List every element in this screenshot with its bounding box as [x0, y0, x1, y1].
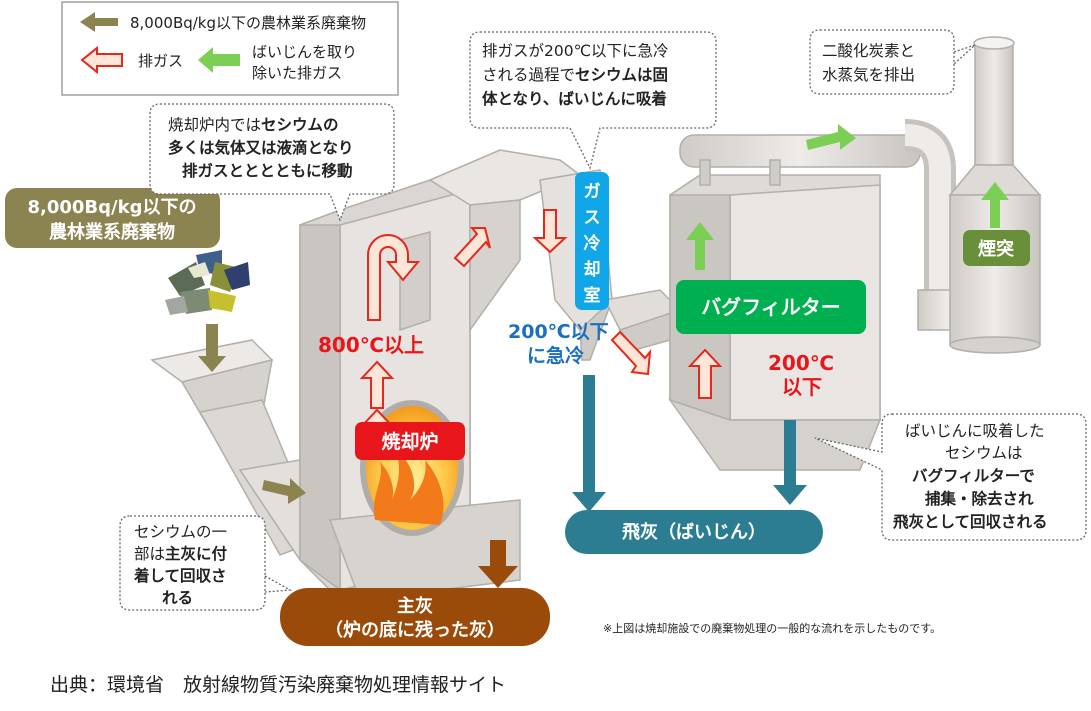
svg-text:ス: ス [584, 208, 601, 228]
ash-callout-bubble [119, 515, 293, 611]
fly-ash-arrow-2-icon [773, 420, 807, 505]
svg-text:焼却炉: 焼却炉 [381, 430, 438, 453]
cooler-callout-bubble [469, 31, 717, 170]
green-arrow-icon [198, 47, 240, 73]
chimney-callout-bubble [809, 29, 976, 95]
machinery [150, 36, 1042, 601]
fly-ash-callout-bubble [814, 413, 1087, 541]
fly-callout-line2: セシウムは [945, 444, 1023, 462]
svg-text:煙突: 煙突 [978, 238, 1014, 260]
diagram-note: ※上図は焼却施設での廃棄物処理の一般的な流れを示したものです。 [603, 621, 941, 635]
ash-arrows [478, 375, 807, 588]
cooler-callout-line1: 排ガスが200℃以下に急冷 [482, 42, 669, 60]
ash-callout-line2: 部は主灰に付 [134, 544, 228, 563]
fly-callout-line3: バグフィルターで [912, 466, 1035, 485]
waste-pile [165, 250, 250, 315]
cooler-callout-line3: 体となり、ばいじんに吸着 [482, 89, 667, 108]
furnace-callout-bubble [149, 103, 395, 222]
temp-800-label: 800℃以上 [318, 333, 424, 357]
flame-icon [373, 450, 444, 525]
gas-cooler-label: ガ ス 冷 却 室 [575, 172, 609, 310]
fly-callout-line1: ばいじんに吸着した [905, 422, 1045, 440]
fly-ash-arrow-1-icon [572, 375, 606, 512]
main-ash-label: 主灰 （炉の底に残った灰） [280, 588, 550, 646]
fly-ash-label: 飛灰（ばいじん） [565, 510, 823, 554]
svg-text:バグフィルター: バグフィルター [701, 295, 841, 319]
waste-label-line2: 農林業系廃棄物 [49, 221, 175, 243]
legend-clean-label-2: 除いた排ガス [252, 64, 342, 82]
chimney-label: 煙突 [963, 230, 1030, 266]
legend: 8,000Bq/kg以下の農林業系廃棄物 排ガス ばいじんを取り 除いた排ガス [61, 1, 399, 96]
ash-callout-line4: れる [162, 589, 193, 607]
cool-200-label-2: に急冷 [527, 344, 584, 367]
waste-label: 8,000Bq/kg以下の 農林業系廃棄物 [5, 188, 220, 248]
main-ash-arrow-icon [478, 540, 518, 588]
chimney-callout-line2: 水蒸気を排出 [822, 66, 915, 84]
bag-filter-label: バグフィルター [676, 280, 866, 334]
fly-callout-line4: 捕集・除去され [925, 489, 1034, 508]
cool-200-label-1: 200℃以下 [508, 321, 609, 343]
svg-text:ガ: ガ [584, 182, 601, 202]
legend-waste-label: 8,000Bq/kg以下の農林業系廃棄物 [130, 14, 366, 32]
ash-callout-line1: セシウムの一 [134, 523, 227, 541]
legend-exhaust-label: 排ガス [138, 52, 183, 70]
source-credit: 出典：環境省 放射線物質汚染廃棄物処理情報サイト [50, 674, 507, 696]
temp-200-label-1: 200℃ [768, 351, 834, 375]
temp-200-label-2: 以下 [782, 375, 822, 399]
red-arrow-icon [80, 45, 123, 75]
svg-text:冷: 冷 [584, 233, 601, 254]
waste-label-line1: 8,000Bq/kg以下の [28, 197, 197, 218]
furnace-callout-line2: 多くは気体又は液滴となり [168, 138, 354, 157]
fly-callout-line5: 飛灰として回収される [892, 512, 1048, 531]
furnace-callout-line3: 排ガスとととともに移動 [182, 161, 353, 180]
cooler-callout-line2: される過程でセシウムは固 [482, 66, 668, 84]
svg-text:却: 却 [584, 259, 601, 280]
legend-clean-label-1: ばいじんを取り [252, 43, 357, 61]
svg-text:飛灰（ばいじん）: 飛灰（ばいじん） [622, 521, 766, 543]
chimney-callout-line1: 二酸化炭素と [822, 42, 915, 60]
waste-flow-arrows [198, 324, 306, 504]
furnace-callout-line1: 焼却炉内ではセシウムの [168, 116, 339, 134]
clean-gas-arrows [686, 124, 1009, 270]
svg-text:（炉の底に残った灰）: （炉の底に残った灰） [325, 619, 505, 641]
svg-text:室: 室 [584, 285, 601, 306]
svg-text:主灰: 主灰 [397, 595, 433, 617]
olive-arrow-icon [80, 12, 118, 32]
incinerator-label: 焼却炉 [355, 422, 465, 460]
ash-callout-line3: 着して回収さ [133, 566, 227, 585]
